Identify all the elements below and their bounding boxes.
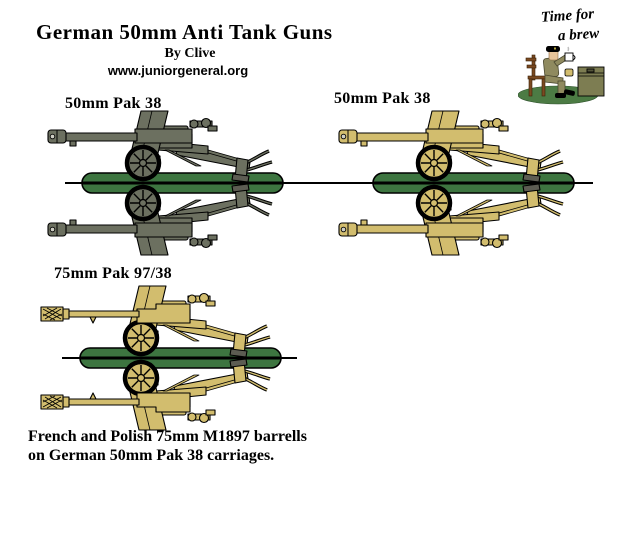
brew-caption-line1: Time for bbox=[540, 6, 595, 26]
gun-label-pak38-tan: 50mm Pak 38 bbox=[334, 90, 431, 107]
gun-label-pak9738: 75mm Pak 97/38 bbox=[54, 265, 172, 282]
gun-top-half bbox=[48, 111, 272, 182]
gun-illustration-pak38-grey bbox=[40, 108, 284, 258]
hand-mug bbox=[564, 68, 574, 77]
fold-line-row1 bbox=[65, 182, 593, 184]
soldier-figure bbox=[542, 46, 576, 98]
boot bbox=[563, 89, 575, 96]
steam bbox=[567, 46, 570, 52]
base-stand bbox=[81, 172, 284, 194]
boot bbox=[555, 93, 566, 98]
mug-handle bbox=[572, 54, 576, 61]
byline: By Clive bbox=[164, 46, 216, 61]
caption-line1: French and Polish 75mm M1897 barrells bbox=[28, 428, 307, 445]
website-url: www.juniorgeneral.org bbox=[107, 63, 249, 78]
page-title: German 50mm Anti Tank Guns bbox=[36, 20, 333, 44]
beret bbox=[546, 46, 560, 52]
gun-bottom-half bbox=[41, 359, 270, 430]
gun-label-pak38-grey: 50mm Pak 38 bbox=[65, 95, 162, 112]
gun-top-half bbox=[41, 286, 270, 357]
figure-caption: French and Polish 75mm M1897 barrells on… bbox=[28, 427, 307, 465]
gun-bottom-half bbox=[48, 184, 272, 255]
gun-illustration-pak38-tan bbox=[331, 108, 575, 258]
gun-bottom-half bbox=[339, 184, 563, 255]
caption-line2: on German 50mm Pak 38 carriages. bbox=[28, 447, 275, 464]
supply-crate bbox=[577, 66, 605, 97]
chair bbox=[525, 54, 547, 97]
beret-badge bbox=[554, 47, 556, 50]
gun-top-half bbox=[339, 111, 563, 182]
base-stand bbox=[79, 347, 282, 369]
soldier-drinking-tea-icon bbox=[518, 46, 605, 105]
base-stand bbox=[372, 172, 575, 194]
gun-illustration-pak9738 bbox=[38, 283, 282, 433]
mug bbox=[564, 52, 574, 62]
